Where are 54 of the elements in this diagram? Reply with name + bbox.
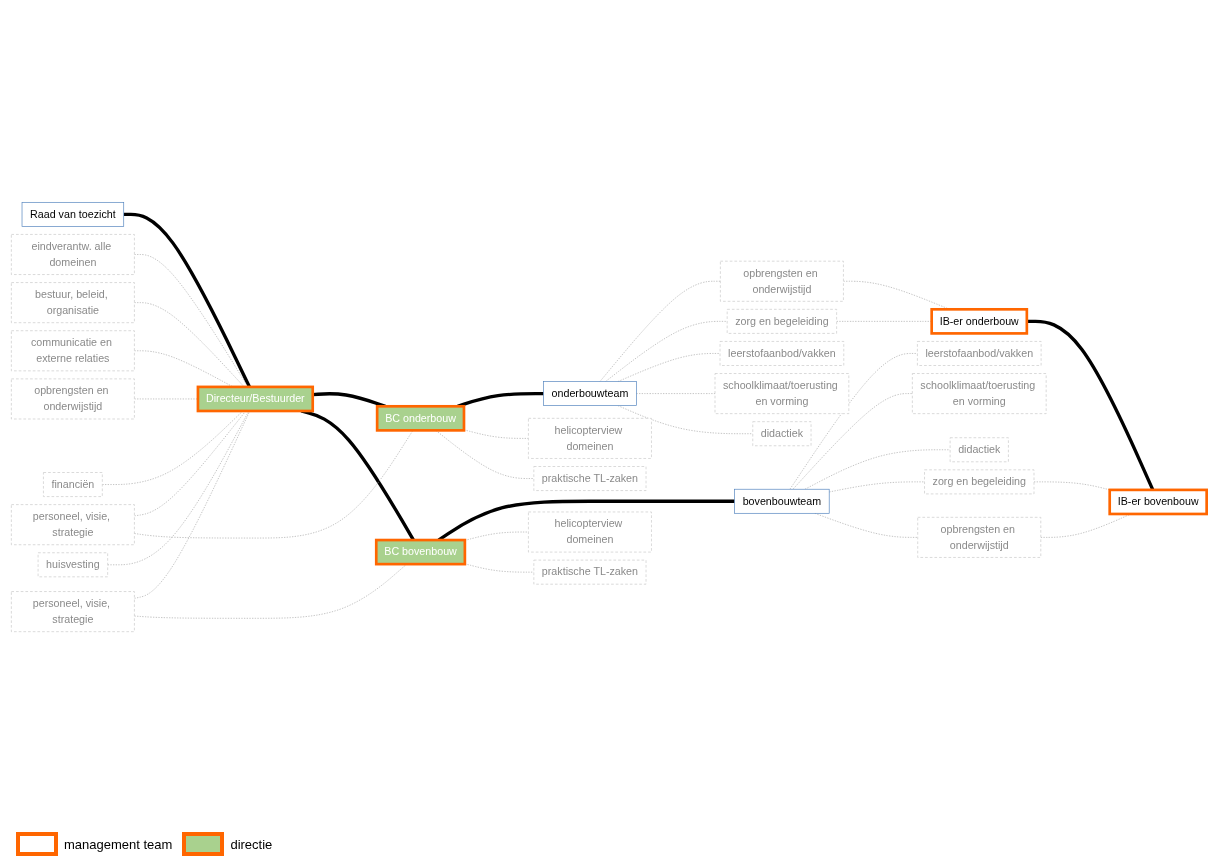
connector: [599, 280, 721, 382]
connector: [804, 449, 951, 490]
connector: [300, 409, 415, 541]
connector: [457, 391, 544, 408]
node-box: bestuur, beleid, organisatie: [11, 282, 135, 324]
legend-label: management team: [64, 836, 173, 852]
node-box: zorg en begeleiding: [726, 309, 837, 334]
node-box: financiën: [43, 472, 103, 497]
node-box: praktische TL-zaken: [533, 466, 647, 491]
connector: [1026, 319, 1155, 491]
connector: [792, 393, 913, 490]
node-box: personeel, visie, strategie: [11, 504, 135, 546]
node-box: bovenbouwteam: [734, 488, 830, 514]
connector: [464, 531, 529, 541]
node-box: schoolklimaat/toerusting en vorming: [912, 373, 1047, 414]
connector: [134, 410, 251, 599]
connector: [463, 429, 529, 439]
legend-label: directie: [230, 836, 273, 852]
connector: [828, 481, 925, 493]
node-box: Raad van toezicht: [21, 202, 125, 227]
node-box: zorg en begeleiding: [924, 469, 1035, 495]
node-box: leerstofaanbod/vakken: [917, 341, 1042, 366]
connector: [102, 410, 244, 485]
connector: [134, 410, 247, 517]
node-box: opbrengsten en onderwijstijd: [11, 378, 135, 420]
node-box: didactiek: [949, 437, 1009, 463]
node-box: communicatie en externe relaties: [11, 330, 135, 372]
connector: [464, 563, 535, 573]
node-box: opbrengsten en onderwijstijd: [720, 260, 844, 302]
connector: [312, 392, 386, 408]
connector: [617, 405, 754, 435]
node-box: eindverantw. alle domeinen: [11, 234, 135, 275]
node-box: onderbouwteam: [543, 381, 637, 406]
connector: [107, 410, 250, 566]
node-box: opbrengsten en onderwijstijd: [917, 517, 1042, 558]
connector: [636, 393, 716, 394]
connector: [836, 321, 932, 322]
node-box: praktische TL-zaken: [533, 559, 647, 585]
connector: [605, 321, 728, 382]
node-box: IB-er bovenbouw: [1108, 488, 1208, 516]
node-box: BC bovenbouw: [374, 538, 467, 566]
node-box: helicopterview domeinen: [528, 418, 652, 459]
node-box: huisvesting: [37, 552, 108, 578]
node-box: BC onderbouw: [375, 404, 466, 432]
node-box: helicopterview domeinen: [528, 511, 652, 553]
node-box: personeel, visie, strategie: [11, 591, 135, 632]
node-box: schoolklimaat/toerusting en vorming: [714, 373, 850, 414]
node-box: Directeur/Bestuurder: [196, 385, 315, 413]
node-box: didactiek: [752, 421, 812, 447]
node-box: IB-er onderbouw: [930, 308, 1029, 335]
node-box: leerstofaanbod/vakken: [719, 341, 845, 366]
connector: [789, 353, 918, 490]
connector: [437, 499, 735, 542]
connector: [134, 430, 414, 539]
